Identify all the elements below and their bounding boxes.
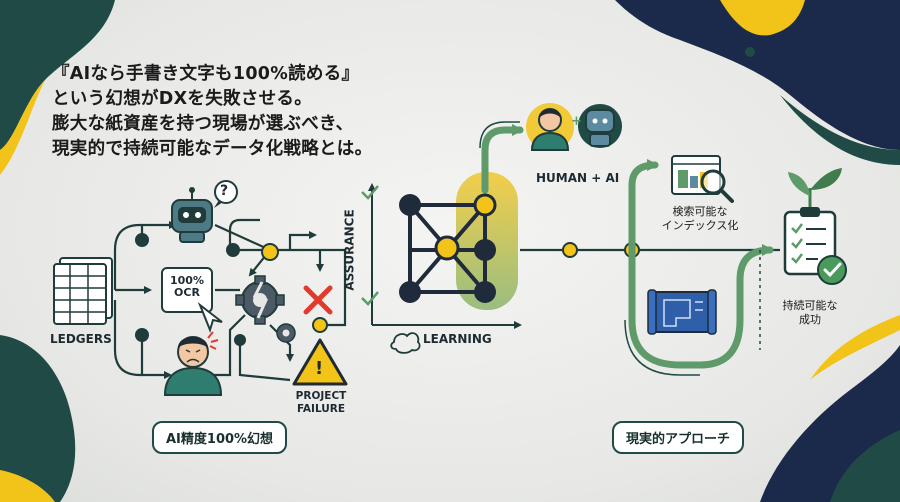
search-document-icon <box>671 155 734 203</box>
warning-triangle-icon <box>292 338 348 386</box>
headline-line-1: 『AIなら手書き文字も100%読める』 <box>52 64 360 84</box>
ledger-sheet-icon <box>53 257 113 325</box>
question-bubble-icon <box>214 180 238 208</box>
ocr-label: 100% OCR <box>166 275 208 299</box>
index-label-line-1: 検索可能な <box>672 205 728 218</box>
ai-robot-icon <box>578 104 622 148</box>
realistic-approach-pill: 現実的アプローチ <box>612 421 745 454</box>
human-ai-label: HUMAN + AI <box>536 171 620 185</box>
human-icon <box>526 103 574 151</box>
brain-icon <box>390 332 421 354</box>
green-flow-arrows <box>481 124 774 369</box>
index-label-line-2: インデックス化 <box>661 219 739 232</box>
question-mark: ? <box>220 183 229 199</box>
corner-decor-top-left <box>0 0 115 175</box>
learning-label: LEARNING <box>423 332 492 346</box>
robot-icon <box>171 187 213 243</box>
headline: 『AIなら手書き文字も100%読める』 という幻想がDXを失敗させる。 膨大な紙… <box>52 62 372 162</box>
learning-matrix <box>399 172 518 310</box>
headline-line-4: 現実的で持続可能なデータ化戦略とは。 <box>52 139 373 159</box>
headline-line-3: 膨大な紙資産を持つ現場が選ぶべき、 <box>52 114 354 134</box>
left-flow-lines <box>113 218 347 382</box>
decor-dot <box>745 47 755 57</box>
ocr-box-icon <box>161 267 223 334</box>
project-failure-line-1: PROJECT <box>295 390 347 402</box>
plant-icon <box>788 168 842 212</box>
ocr-label-line-1: 100% <box>170 274 204 287</box>
success-label-line-1: 持続可能な <box>782 299 838 312</box>
success-check-icon <box>817 255 847 285</box>
plus-sign: + <box>571 114 582 129</box>
small-gear-icon <box>276 323 296 343</box>
corner-decor-top-right <box>615 0 900 165</box>
ocr-label-line-2: OCR <box>174 286 200 299</box>
frustrated-person-icon <box>163 331 223 396</box>
broken-gear-icon <box>235 275 285 325</box>
headline-line-2: という幻想がDXを失敗させる。 <box>52 89 313 109</box>
corner-decor-bottom-right <box>760 315 900 502</box>
left-flow-nodes <box>135 233 328 346</box>
assurance-label: ASSURANCE <box>342 209 357 291</box>
warning-exclamation: ! <box>315 358 324 379</box>
ledgers-label: LEDGERS <box>50 332 112 346</box>
success-label: 持続可能な 成功 <box>778 299 842 327</box>
project-failure-line-2: FAILURE <box>296 403 346 415</box>
index-label: 検索可能な インデックス化 <box>655 205 745 233</box>
red-x-icon <box>303 285 333 315</box>
ai-illusion-pill: AI精度100%幻想 <box>152 421 288 454</box>
project-failure-label: PROJECT FAILURE <box>290 390 352 416</box>
assurance-axis <box>361 183 522 329</box>
blueprint-icon <box>647 289 717 335</box>
success-label-line-2: 成功 <box>799 313 821 326</box>
thin-outline-arcs <box>479 121 761 376</box>
corner-decor-bottom-left <box>0 335 76 502</box>
main-connector <box>520 242 780 258</box>
